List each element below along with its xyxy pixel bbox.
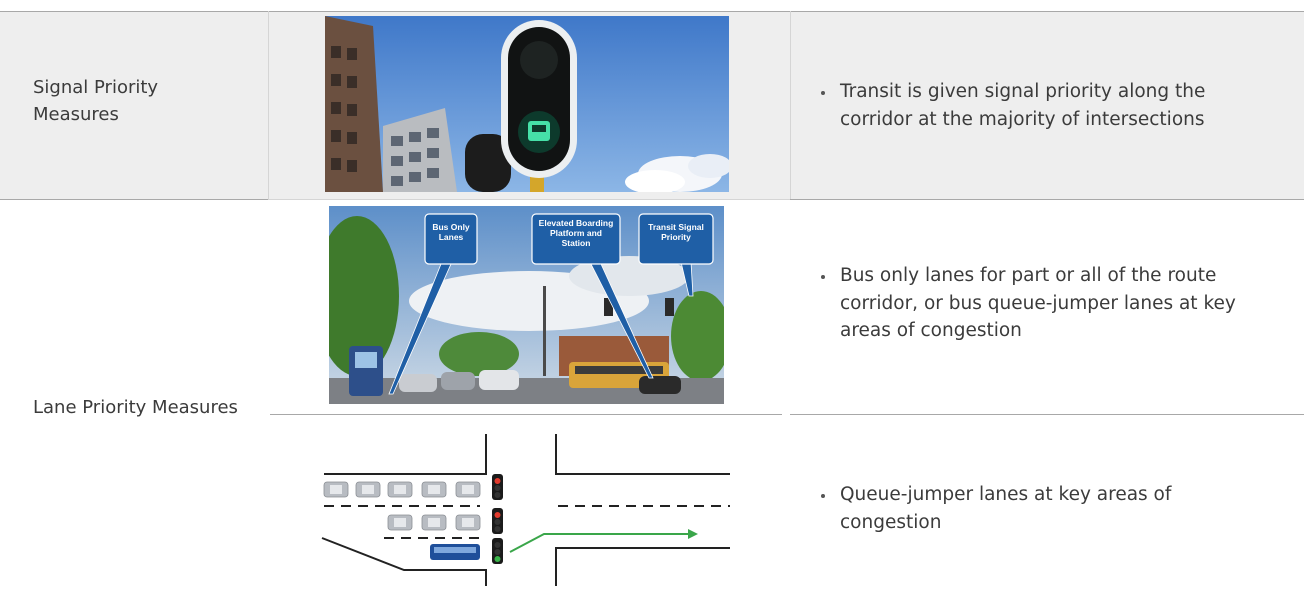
row2-bottom-rule-middle [270, 414, 782, 415]
queue-jumper-diagram [318, 430, 734, 590]
callout-elevated-boarding-platform: Elevated Boarding Platform and Station [538, 218, 614, 248]
col-divider-2 [790, 11, 791, 199]
description-bullet: Bus only lanes for part or all of the ro… [836, 262, 1258, 345]
row-description-bus-lanes: Bus only lanes for part or all of the ro… [818, 262, 1258, 345]
callout-bus-only-lanes: Bus Only Lanes [432, 222, 470, 242]
traffic-signal-photo [325, 16, 729, 192]
description-bullet: Queue-jumper lanes at key areas of conge… [836, 481, 1238, 536]
bus-lane-photo: Bus Only Lanes Elevated Boarding Platfor… [329, 206, 724, 404]
col-divider-1 [268, 11, 269, 199]
row1-bottom-rule-right [790, 199, 1304, 200]
description-bullet: Transit is given signal priority along t… [836, 78, 1238, 133]
row2-bottom-rule-right [790, 414, 1304, 415]
row1-bottom-rule-middle [268, 199, 790, 200]
row1-bottom-rule-left [0, 199, 268, 200]
row-description-signal-priority: Transit is given signal priority along t… [818, 78, 1238, 133]
callout-transit-signal-priority: Transit Signal Priority [648, 222, 704, 242]
row-label-signal-priority: Signal Priority Measures [33, 77, 159, 125]
row-description-queue-jumper: Queue-jumper lanes at key areas of conge… [818, 481, 1238, 536]
row-label-lane-priority: Lane Priority Measures [33, 397, 238, 418]
table-top-rule [0, 11, 1304, 12]
